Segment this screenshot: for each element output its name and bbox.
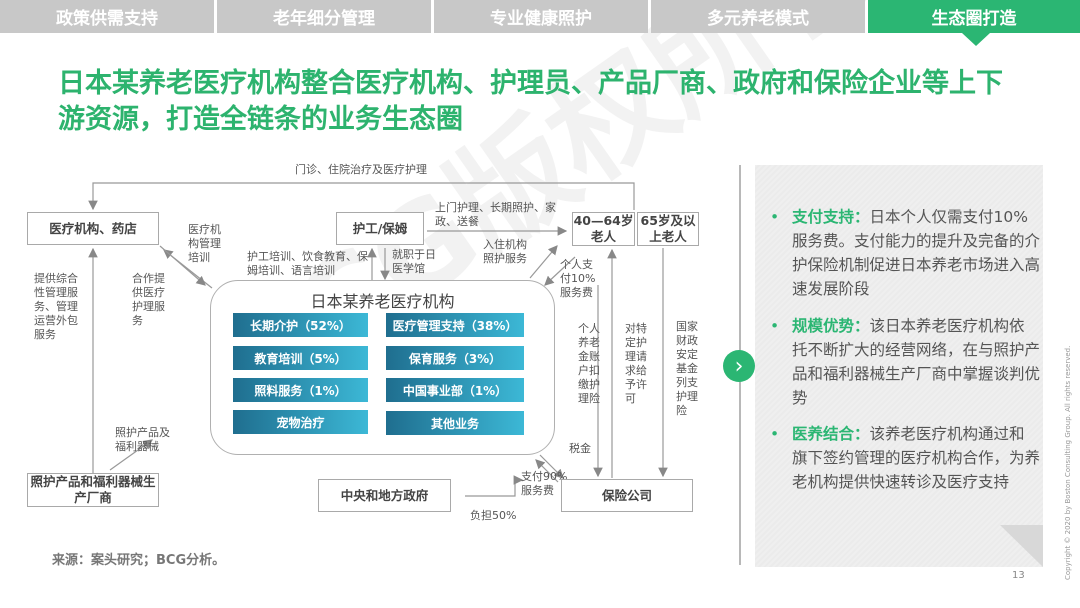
main-institution-title: 日本某养老医疗机构 <box>310 292 455 311</box>
label-integrated-mgmt: 提供综合性管理服务、管理运营外包服务 <box>34 272 78 341</box>
source-note: 来源：案头研究；BCG分析。 <box>52 553 226 568</box>
label-products: 照护产品及福利器械 <box>115 426 170 453</box>
box-age-65-plus: 65岁及以上老人 <box>637 212 699 246</box>
business-china: 中国事业部（1%） <box>386 378 524 402</box>
label-tax: 税金 <box>569 442 591 455</box>
active-tab-pointer <box>962 33 990 46</box>
label-permit: 对特定护理请求给予许可 <box>625 322 647 405</box>
bullet-payment: •支付支持：日本个人仅需支付10%服务费。支付能力的提升及完备的介护保险机制促进… <box>770 208 1041 298</box>
business-long-term-care: 长期介护（52%） <box>233 313 368 337</box>
label-home-care: 上门护理、长期照护、家政、送餐 <box>435 201 556 228</box>
business-other: 其他业务 <box>386 411 524 435</box>
box-age-40-64: 40—64岁老人 <box>572 212 635 246</box>
label-cooperation: 合作提供医疗护理服务 <box>132 272 165 327</box>
next-arrow-button[interactable]: › <box>723 350 755 382</box>
tab-segment[interactable]: 老年细分管理 <box>217 0 431 33</box>
label-outpatient: 门诊、住院治疗及医疗护理 <box>295 163 427 176</box>
bullet-text: 日本个人仅需支付10%服务费。支付能力的提升及完备的介护保险机制促进日本养老市场… <box>792 208 1041 298</box>
bullet-text: 该养老医疗机构通过和旗下签约管理的医疗机构合作，为养老机构提供快速转诊及医疗支持 <box>792 425 1041 491</box>
insights-panel <box>755 165 1043 567</box>
label-fund: 国家财政安定基金列支护理险 <box>676 320 698 417</box>
business-education: 教育培训（5%） <box>233 346 368 370</box>
box-medical-institutions: 医疗机构、药店 <box>27 212 159 245</box>
business-medical-mgmt: 医疗管理支持（38%） <box>386 313 524 337</box>
label-burden-50: 负担50% <box>470 509 517 522</box>
page-number: 13 <box>1012 570 1025 581</box>
box-insurer: 保险公司 <box>561 479 693 512</box>
label-pay-90: 支付90%服务费 <box>521 470 568 497</box>
bullet-scale: •规模优势：该日本养老医疗机构依托不断扩大的经营网络，在与照护产品和福利器械生产… <box>770 317 1041 407</box>
business-childcare: 保育服务（3%） <box>386 346 524 370</box>
label-med-training: 医疗机构管理培训 <box>188 223 221 264</box>
tab-ecosystem[interactable]: 生态圈打造 <box>868 0 1080 33</box>
bullet-integration: •医养结合：该养老医疗机构通过和旗下签约管理的医疗机构合作，为养老机构提供快速转… <box>770 425 1041 491</box>
tab-policy[interactable]: 政策供需支持 <box>0 0 214 33</box>
box-manufacturer: 照护产品和福利器械生产厂商 <box>27 473 159 507</box>
tab-models[interactable]: 多元养老模式 <box>651 0 865 33</box>
box-caregiver: 护工/保姆 <box>336 212 424 245</box>
label-residential: 入住机构照护服务 <box>483 238 527 265</box>
page-title: 日本某养老医疗机构整合医疗机构、护理员、产品厂商、政府和保险企业等上下游资源，打… <box>58 68 1003 135</box>
label-caregiver-training: 护工培训、饮食教育、保姆培训、语言培训 <box>247 250 368 277</box>
bullet-text: 该日本养老医疗机构依托不断扩大的经营网络，在与照护产品和福利器械生产厂商中掌握谈… <box>792 317 1041 407</box>
page-curl <box>1000 525 1043 567</box>
bullet-heading: 支付支持： <box>792 208 870 226</box>
business-pet: 宠物治疗 <box>233 410 368 434</box>
copyright: Copyright © 2020 by Boston Consulting Gr… <box>1064 345 1072 580</box>
bullet-heading: 医养结合： <box>792 425 870 443</box>
label-pension: 个人养老金账户扣缴护理险 <box>578 322 600 405</box>
label-pay-10: 个人支付10%服务费 <box>560 258 596 299</box>
label-employment: 就职于日医学馆 <box>392 248 436 275</box>
box-government: 中央和地方政府 <box>318 479 451 512</box>
bullet-heading: 规模优势： <box>792 317 870 335</box>
tab-health-care[interactable]: 专业健康照护 <box>434 0 648 33</box>
business-care-service: 照料服务（1%） <box>233 378 368 402</box>
